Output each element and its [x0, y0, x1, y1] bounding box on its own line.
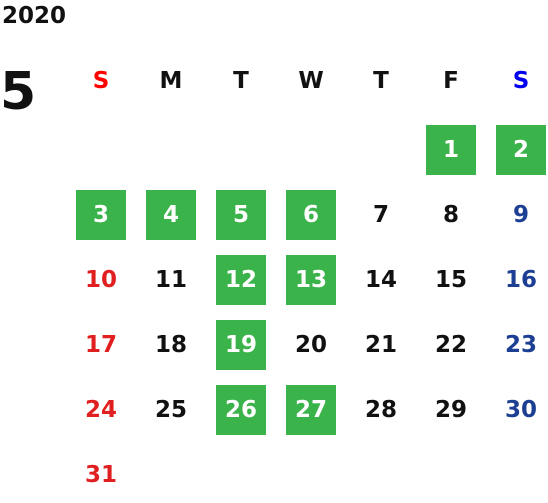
day-cell-28[interactable]: 28 — [364, 397, 397, 423]
day-cell-3[interactable]: 3 — [76, 190, 126, 240]
day-cell-16[interactable]: 16 — [504, 267, 537, 293]
day-cell-19[interactable]: 19 — [216, 320, 266, 370]
weekday-tue: T — [233, 68, 249, 94]
weekday-fri: F — [443, 68, 459, 94]
day-cell-2[interactable]: 2 — [496, 125, 546, 175]
weekday-thu: T — [373, 68, 389, 94]
weekday-wed: W — [298, 68, 324, 94]
day-cell-31[interactable]: 31 — [84, 462, 117, 488]
day-cell-24[interactable]: 24 — [84, 397, 117, 423]
day-cell-1[interactable]: 1 — [426, 125, 476, 175]
day-cell-4[interactable]: 4 — [146, 190, 196, 240]
day-cell-9[interactable]: 9 — [512, 202, 529, 228]
day-cell-17[interactable]: 17 — [84, 332, 117, 358]
day-cell-10[interactable]: 10 — [84, 267, 117, 293]
day-cell-15[interactable]: 15 — [434, 267, 467, 293]
day-cell-14[interactable]: 14 — [364, 267, 397, 293]
day-cell-23[interactable]: 23 — [504, 332, 537, 358]
year-label: 2020 — [2, 3, 67, 29]
day-cell-11[interactable]: 11 — [154, 267, 187, 293]
day-cell-30[interactable]: 30 — [504, 397, 537, 423]
day-cell-8[interactable]: 8 — [442, 202, 459, 228]
day-cell-22[interactable]: 22 — [434, 332, 467, 358]
month-number: 5 — [0, 62, 37, 122]
weekday-sat: S — [512, 68, 530, 94]
weekday-sun: S — [92, 68, 110, 94]
day-cell-7[interactable]: 7 — [372, 202, 389, 228]
day-cell-18[interactable]: 18 — [154, 332, 187, 358]
day-cell-13[interactable]: 13 — [286, 255, 336, 305]
day-cell-25[interactable]: 25 — [154, 397, 187, 423]
day-cell-20[interactable]: 20 — [294, 332, 327, 358]
day-cell-29[interactable]: 29 — [434, 397, 467, 423]
day-cell-26[interactable]: 26 — [216, 385, 266, 435]
day-cell-21[interactable]: 21 — [364, 332, 397, 358]
day-cell-27[interactable]: 27 — [286, 385, 336, 435]
day-cell-12[interactable]: 12 — [216, 255, 266, 305]
day-cell-5[interactable]: 5 — [216, 190, 266, 240]
weekday-mon: M — [159, 68, 183, 94]
day-cell-6[interactable]: 6 — [286, 190, 336, 240]
